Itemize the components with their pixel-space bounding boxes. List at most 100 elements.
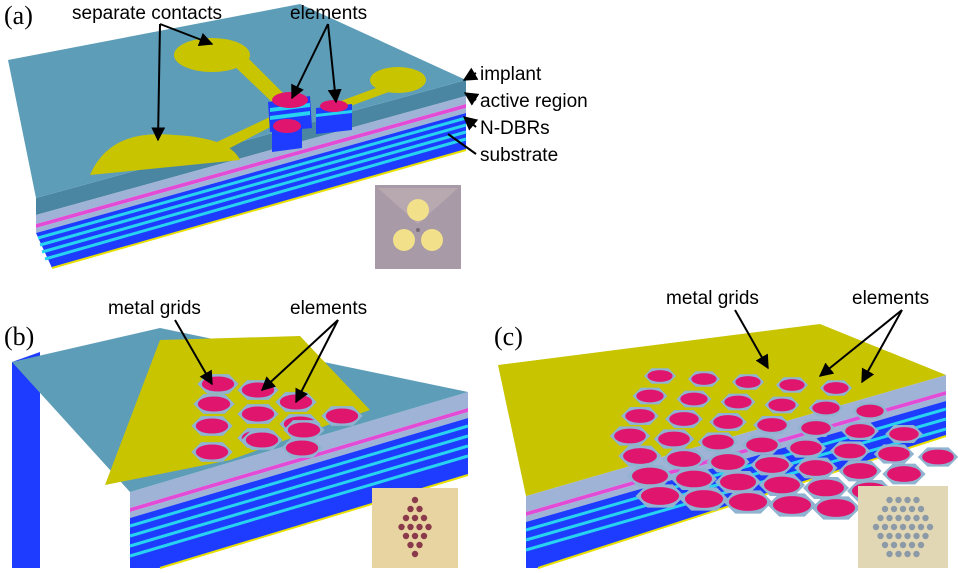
- panel-b-metal-grid: [105, 336, 370, 485]
- grid-element: [283, 420, 325, 440]
- grid-element: [885, 424, 923, 444]
- inset-dot: [398, 523, 405, 531]
- panel-a-front-stack: [36, 80, 467, 269]
- grid-element: [841, 421, 879, 441]
- grid-element: [191, 416, 233, 436]
- grid-element: [750, 454, 794, 476]
- grid-element: [819, 380, 853, 396]
- inset-dot: [899, 541, 907, 549]
- grid-element: [785, 438, 827, 458]
- inset-dot: [895, 496, 902, 504]
- inset-dot: [913, 532, 920, 540]
- grid-element: [803, 477, 849, 499]
- grid-element: [665, 409, 703, 429]
- grid-element: [662, 448, 706, 470]
- panel-c-inset-photo: [858, 486, 948, 568]
- grid-element: [635, 484, 685, 508]
- grid-element: [621, 406, 659, 426]
- grid-element: [720, 393, 756, 411]
- grid-element: [643, 368, 677, 384]
- grid-element: [671, 468, 717, 490]
- grid-element: [618, 445, 662, 467]
- grid-element: [237, 404, 279, 424]
- inset-dot: [886, 514, 893, 522]
- panel-a-letter: (a): [4, 1, 33, 30]
- panel-c-letter: (c): [494, 322, 523, 351]
- grid-element: [709, 412, 747, 432]
- grid-element: [723, 490, 773, 514]
- grid-element: [715, 471, 761, 493]
- inset-dot: [917, 505, 925, 513]
- grid-element: [653, 429, 695, 449]
- inset-dot: [895, 514, 902, 522]
- inset-dot: [402, 514, 410, 522]
- grid-element: [676, 390, 712, 408]
- inset-dot: [881, 523, 889, 531]
- inset-dot: [926, 523, 934, 531]
- grid-element: [838, 460, 882, 482]
- grid-element: [281, 438, 323, 458]
- inset-dot: [886, 496, 893, 504]
- panel-b: (b) metal grids elements: [4, 298, 469, 569]
- inset-dot: [899, 523, 907, 531]
- label-n-dbrs: N-DBRs: [480, 118, 550, 139]
- inset-dot: [913, 514, 920, 522]
- inset-dot: [913, 496, 920, 504]
- label-elements-b: elements: [290, 298, 367, 319]
- label-substrate: substrate: [480, 145, 558, 166]
- panel-a-elements: [268, 92, 352, 152]
- inset-dot: [904, 550, 911, 558]
- inset-dot: [917, 541, 925, 549]
- inset-dot: [425, 523, 432, 531]
- inset-dot: [877, 514, 884, 522]
- label-metal-grids-c: metal grids: [666, 288, 759, 309]
- grid-element: [241, 430, 283, 450]
- grid-element: [797, 418, 835, 438]
- inset-dot: [411, 496, 419, 504]
- inset-dot: [407, 523, 414, 531]
- inset-dot: [411, 550, 419, 558]
- inset-dot: [407, 541, 414, 549]
- inset-dot: [881, 541, 889, 549]
- grid-element: [759, 474, 805, 496]
- inset-dot: [908, 523, 916, 531]
- grid-element: [873, 444, 915, 464]
- grid-element: [753, 415, 791, 435]
- panel-a: (a): [4, 1, 588, 269]
- grid-element: [627, 465, 673, 487]
- inset-dot: [895, 550, 902, 558]
- inset-dot: [416, 505, 423, 513]
- panel-c-arrows: [734, 309, 903, 384]
- label-metal-grids-b: metal grids: [108, 298, 201, 319]
- grid-element: [882, 463, 926, 485]
- panel-a-contacts: [90, 38, 426, 175]
- grid-element: [829, 441, 871, 461]
- grid-element: [917, 447, 958, 467]
- grid-element: [191, 442, 233, 462]
- panel-c: (c) metal grids elements: [494, 288, 958, 569]
- panel-b-elements: [191, 374, 363, 462]
- label-implant: implant: [480, 64, 542, 85]
- inset-dot: [904, 496, 911, 504]
- inset-dot: [904, 514, 911, 522]
- inset-dot: [890, 523, 898, 531]
- grid-element: [775, 377, 809, 393]
- inset-dot: [420, 532, 428, 540]
- inset-dot: [890, 541, 898, 549]
- inset-dot: [881, 505, 889, 513]
- inset-dot: [895, 532, 902, 540]
- inset-dot: [886, 532, 893, 540]
- inset-dot: [913, 550, 920, 558]
- inset-dot: [886, 550, 893, 558]
- grid-element: [609, 426, 651, 446]
- grid-element: [764, 396, 800, 414]
- label-elements-a: elements: [290, 3, 367, 24]
- inset-dot: [402, 532, 410, 540]
- inset-dot: [917, 523, 925, 531]
- grid-element: [193, 394, 235, 414]
- inset-dot: [908, 541, 916, 549]
- grid-element: [731, 374, 765, 390]
- inset-dot: [877, 532, 884, 540]
- inset-dot: [416, 523, 423, 531]
